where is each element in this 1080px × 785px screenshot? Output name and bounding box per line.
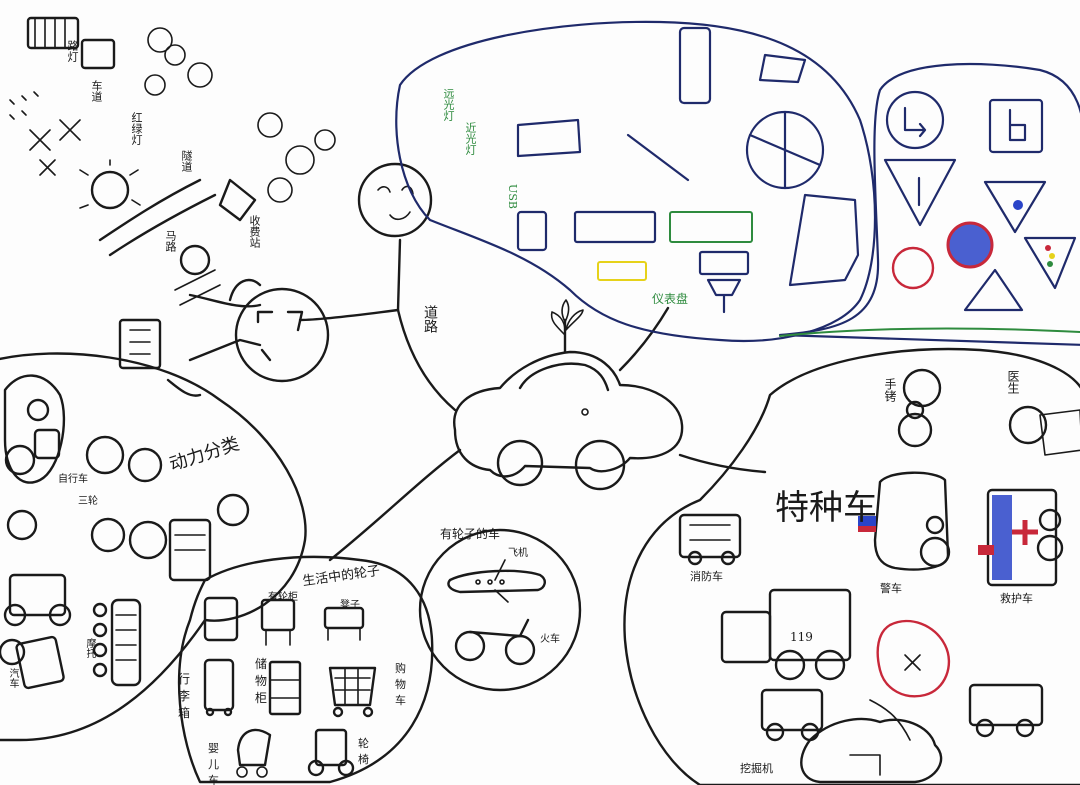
label-handcuffs: 手铐 bbox=[883, 378, 897, 402]
daily-wheels-bubble bbox=[177, 555, 434, 784]
label-lowbeam: 近光灯 bbox=[464, 122, 477, 155]
label-highbeam: 远光灯 bbox=[442, 88, 455, 121]
label-motorbike: 摩托 bbox=[84, 638, 95, 658]
label-tollgate: 收费站 bbox=[248, 215, 261, 248]
label-car: 汽车 bbox=[7, 668, 18, 688]
road-title: 道路 bbox=[422, 305, 438, 333]
face-bubble-large bbox=[234, 287, 330, 383]
label-road: 马路 bbox=[164, 230, 177, 252]
label-bike: 自行车 bbox=[58, 474, 88, 485]
label-firetruck: 消防车 bbox=[690, 570, 723, 583]
label-ambulance: 救护车 bbox=[1000, 592, 1033, 605]
label-train: 火车 bbox=[540, 634, 560, 645]
label-stool: 凳子 bbox=[340, 600, 360, 611]
special-vehicles-bubble bbox=[623, 347, 1080, 785]
road-sketch-cluster bbox=[9, 16, 336, 397]
label-doctor: 医生 bbox=[1006, 370, 1020, 394]
label-plane: 飞机 bbox=[508, 548, 528, 559]
label-trafficlight: 红绿灯 bbox=[130, 112, 143, 145]
label-cabinet: 储物柜 bbox=[255, 657, 268, 705]
label-stroller: 婴儿车 bbox=[208, 742, 219, 785]
label-cupboard: 有轮柜 bbox=[268, 592, 298, 603]
rotating-title: 有轮子的车 bbox=[440, 527, 501, 541]
label-luggage: 行李箱 bbox=[178, 672, 191, 720]
dashboard-bubble bbox=[395, 20, 877, 343]
label-wheelchair: 轮椅 bbox=[358, 737, 369, 766]
plate-number: 119 bbox=[790, 630, 813, 644]
label-usb: USB bbox=[505, 184, 519, 209]
rotating-bubble bbox=[418, 528, 582, 692]
face-bubble-small bbox=[357, 162, 433, 238]
label-lane: 车道 bbox=[90, 80, 103, 102]
label-streetlight: 路灯 bbox=[66, 40, 79, 62]
branch-connectors bbox=[298, 238, 767, 562]
label-tricycle: 三轮 bbox=[78, 496, 98, 507]
dashboard-title: 仪表盘 bbox=[652, 292, 689, 306]
label-tunnel: 隧道 bbox=[180, 150, 193, 172]
label-excavator: 挖掘机 bbox=[740, 762, 773, 775]
road-signs-bubble bbox=[778, 62, 1080, 346]
special-title: 特种车 bbox=[775, 488, 877, 528]
power-bubble bbox=[0, 352, 307, 742]
central-car bbox=[453, 299, 684, 491]
label-cart: 购物车 bbox=[395, 662, 406, 707]
label-police: 警车 bbox=[880, 582, 902, 595]
